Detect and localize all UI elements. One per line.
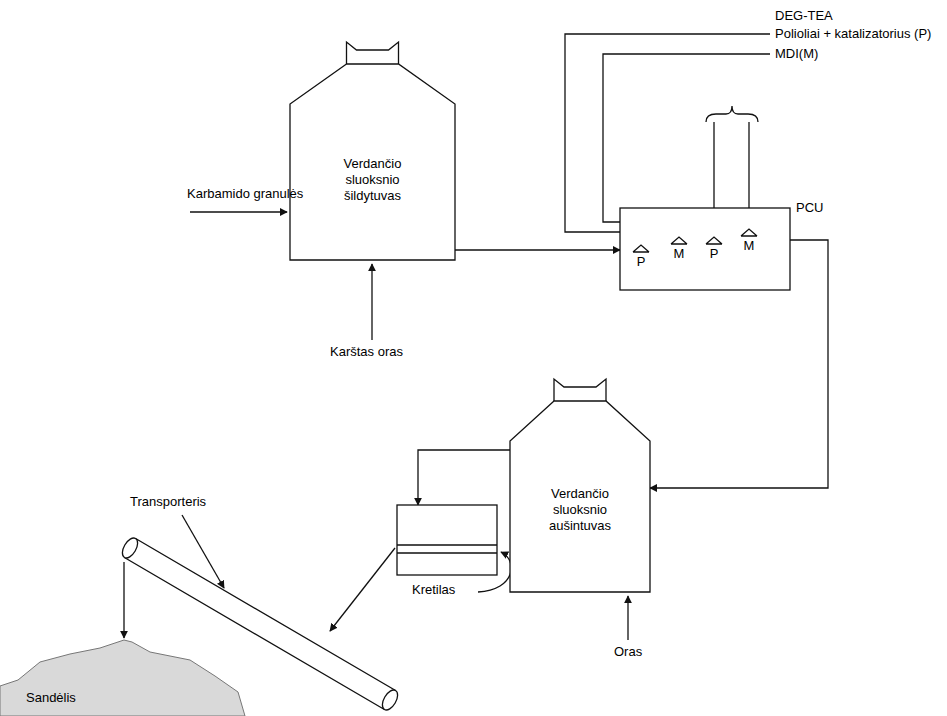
reagent-label: MDI(M) (775, 46, 818, 62)
feed-label: Karbamido granulės (187, 186, 303, 202)
node-text: M (738, 238, 760, 254)
conveyor-roller (379, 687, 400, 712)
nozzle-cap (671, 237, 687, 244)
node-text: PCU (796, 200, 823, 216)
fluid-bed-heater-outline (290, 38, 455, 260)
screen-border (397, 505, 497, 575)
vessel-vent (347, 42, 399, 64)
group-brace (706, 106, 758, 122)
nozzle-cap (706, 237, 722, 244)
leader-arrow (182, 515, 224, 588)
conveyor-roller (119, 535, 140, 560)
vessel-body (510, 401, 650, 592)
air-label: Karštas oras (330, 344, 403, 360)
spray-nozzle: P (630, 244, 652, 274)
node-text: P (703, 246, 725, 262)
nozzle-cap (741, 229, 757, 236)
node-text: Sandėlis (26, 690, 76, 706)
vessel-vent (554, 379, 606, 401)
reagent-label: Polioliai + katalizatorius (P) (775, 26, 931, 42)
vibrating-screen-outline (397, 505, 497, 575)
flow-arrow (418, 450, 510, 505)
vibrating-screen: Kretilas (397, 505, 497, 575)
urea-feed-arrow (190, 211, 287, 212)
fluid-bed-heater: Verdančio sluoksnio šildytuvas (290, 38, 455, 260)
air-label: Oras (614, 644, 642, 660)
node-text: Kretilas (412, 582, 455, 598)
unit-border (620, 208, 790, 290)
fluid-bed-cooler-outline (510, 375, 650, 592)
spray-nozzle: M (668, 236, 690, 266)
vessel-body (290, 64, 455, 260)
reagent-label: DEG-TEA (775, 8, 833, 24)
pile-shape (0, 640, 245, 716)
node-text: Verdančio sluoksnio šildytuvas (320, 156, 425, 204)
conveyor-to-store-arrow (123, 562, 124, 638)
node-text: Verdančio sluoksnio aušintuvas (530, 486, 630, 534)
node-text: M (668, 246, 690, 262)
screen-to-conveyor-arrow (330, 548, 395, 631)
storage-pile: Sandėlis (0, 636, 245, 716)
hot-air-arrow (371, 264, 372, 340)
fluid-bed-cooler: Verdančio sluoksnio aušintuvas (510, 375, 650, 592)
node-text: P (630, 254, 652, 270)
conveyor-label: Transporteris (130, 494, 206, 510)
flow-arrow (455, 249, 620, 250)
air-arrow (627, 596, 628, 640)
nozzle-cap (633, 245, 649, 252)
spray-nozzle: M (738, 228, 760, 258)
spray-nozzle: P (703, 236, 725, 266)
coating-unit: PMPMPCU (620, 208, 790, 290)
screen-deck (397, 545, 497, 553)
